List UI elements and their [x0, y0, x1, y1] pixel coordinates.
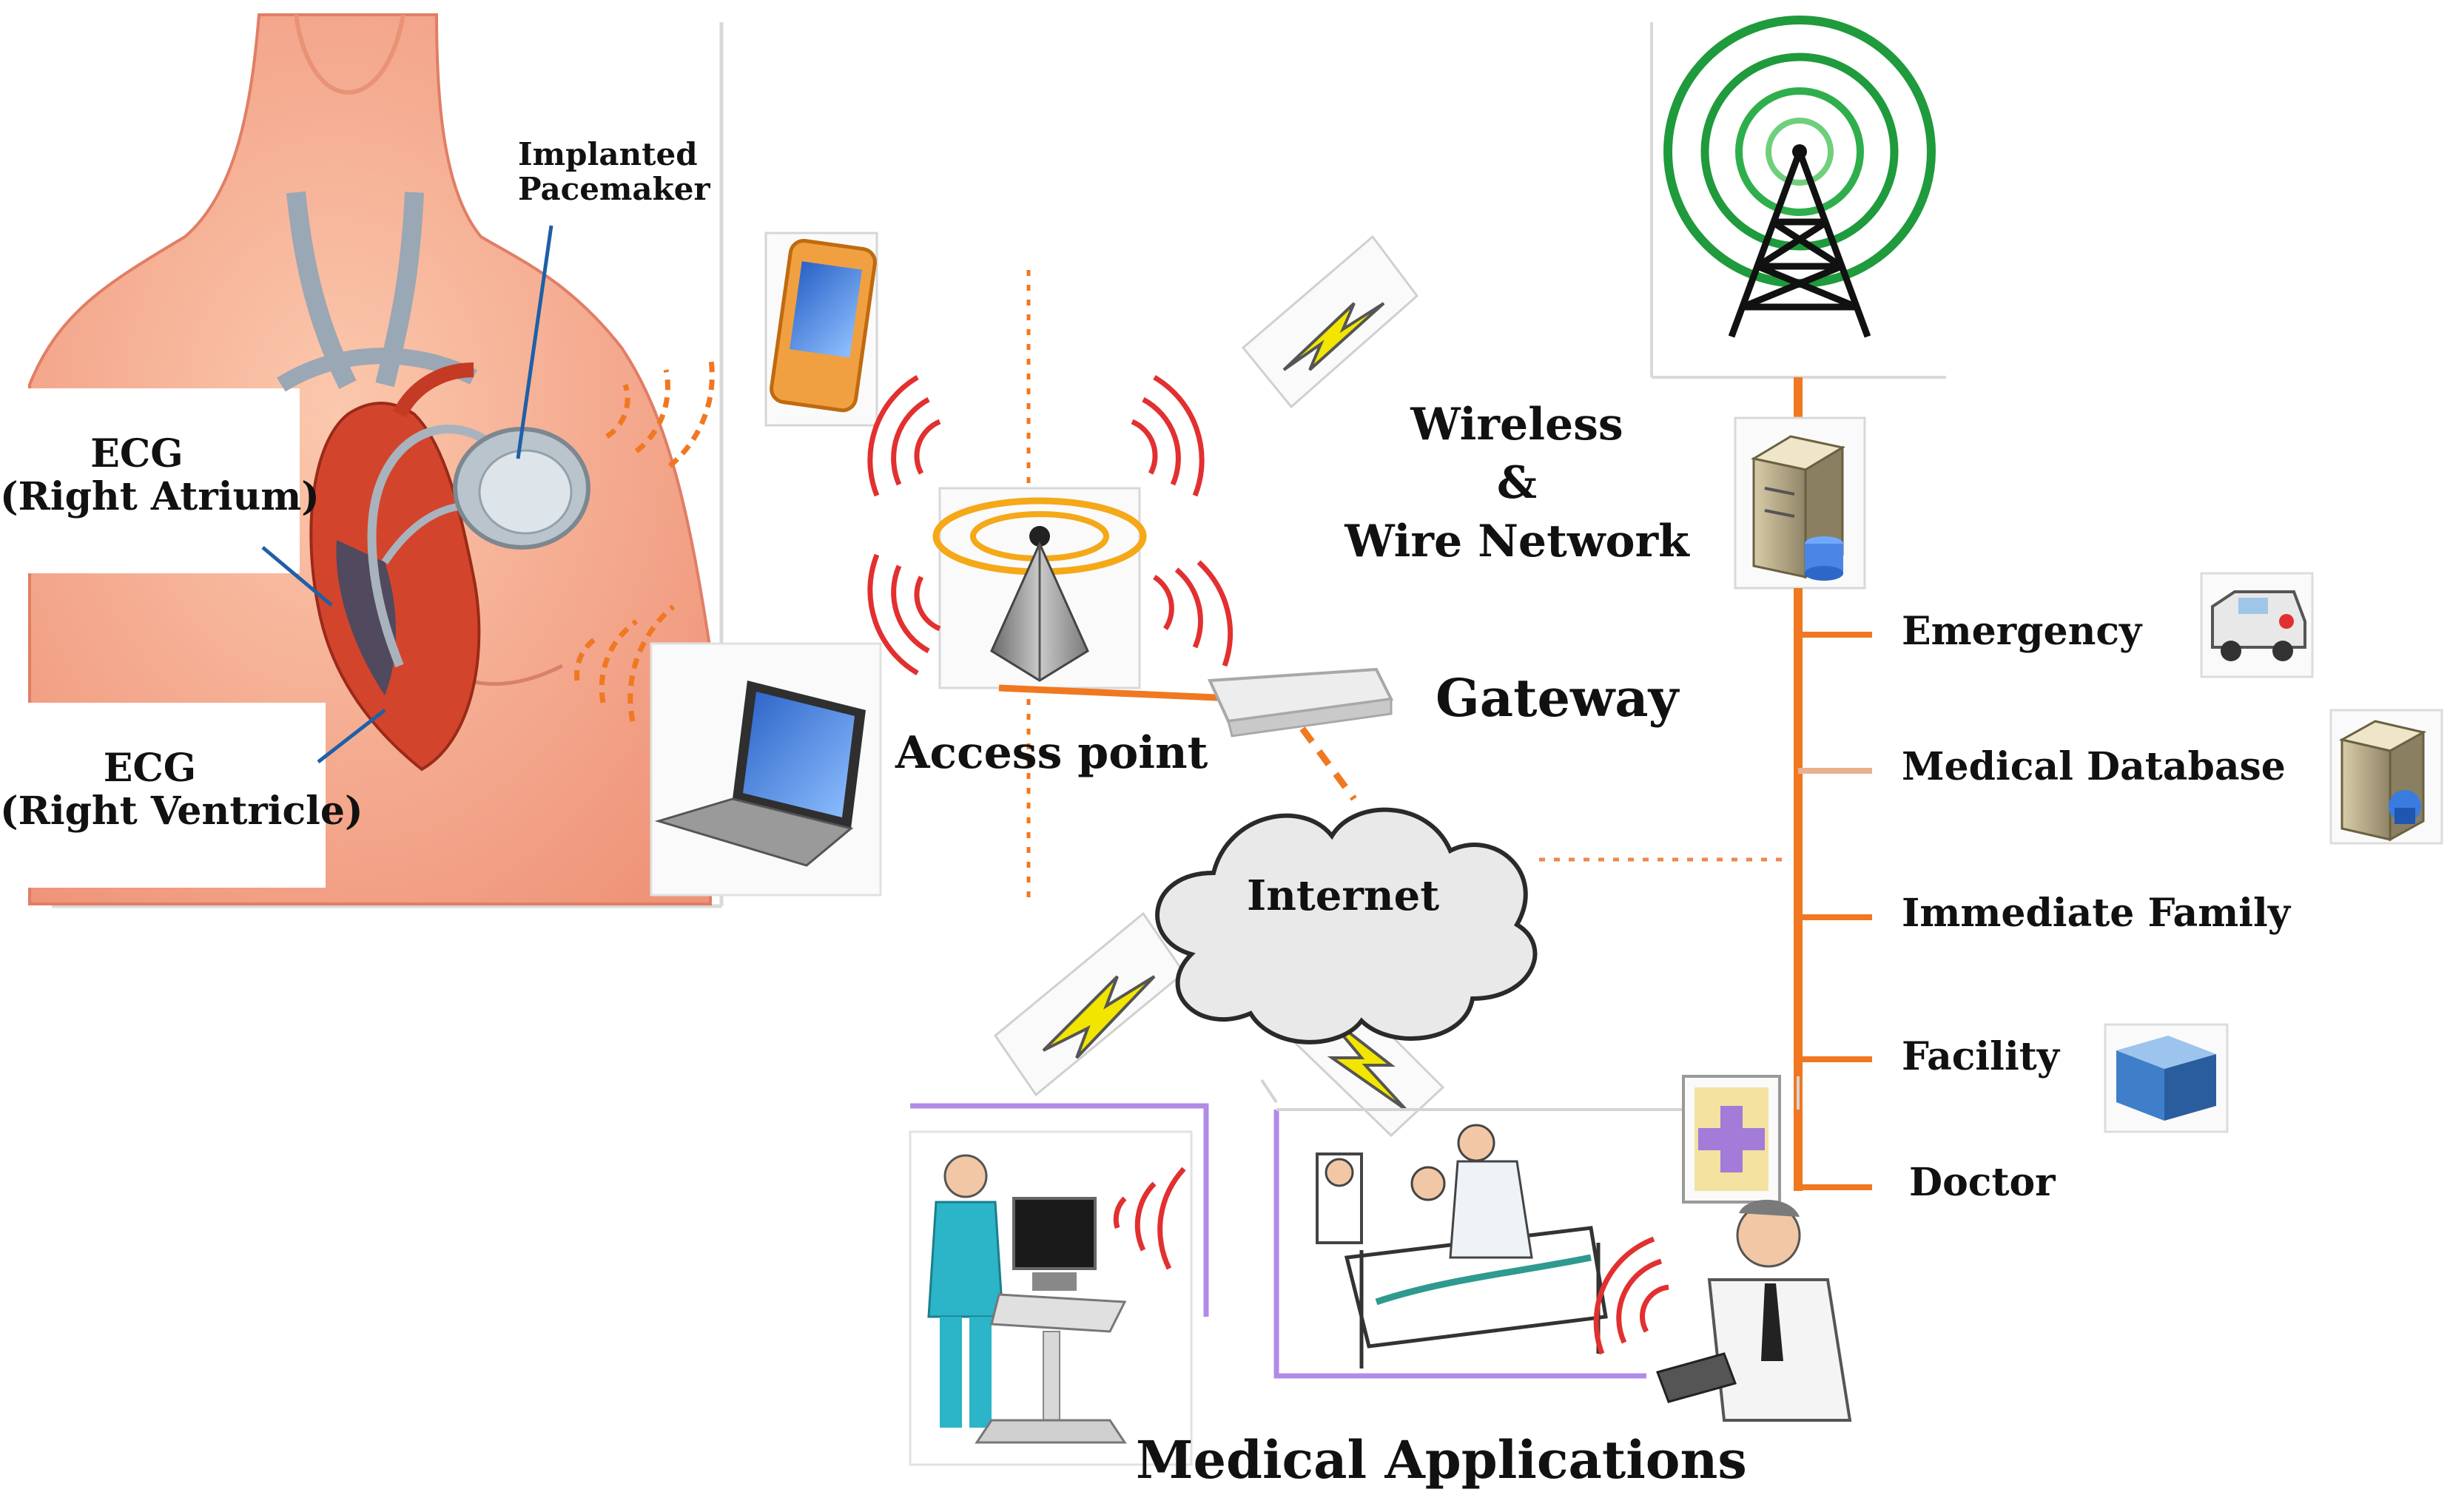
access-point-label: Access point	[895, 727, 1208, 779]
internet-cloud-icon	[1155, 807, 1791, 1044]
lightning-link-left	[993, 911, 1186, 1097]
hospital-bed-icon	[1316, 1124, 1608, 1368]
label-line: &	[1496, 457, 1538, 510]
recipient-medical-database: Medical Database	[1902, 744, 2286, 789]
label-line: ECG	[103, 746, 197, 791]
patient-body	[0, 13, 724, 908]
lightning-link-top	[1241, 234, 1419, 409]
recipient-immediate-family: Immediate Family	[1902, 891, 2290, 936]
laptop-icon	[650, 642, 882, 897]
ultrasound-doctor-icon	[927, 1154, 1127, 1444]
label-line: (Right Ventricle)	[0, 789, 363, 834]
label-line: Wire Network	[1345, 516, 1689, 568]
label-line: ECG	[90, 431, 184, 476]
label-line: Wireless	[1410, 399, 1623, 450]
recipient-facility: Facility	[1902, 1034, 2059, 1079]
ecg-right-atrium-label: ECG (Right Atrium)	[0, 431, 320, 520]
hospital-sign-icon	[1682, 1075, 1781, 1204]
ambulance-icon	[2200, 572, 2314, 678]
server-icon	[1734, 377, 1866, 590]
label-line: Pacemaker	[518, 171, 710, 208]
recipient-doctor: Doctor	[1909, 1160, 2056, 1205]
facility-building-icon	[2104, 1023, 2229, 1133]
label-line: (Right Atrium)	[0, 474, 320, 520]
recipient-bus	[1794, 588, 1872, 1191]
recipient-emergency: Emergency	[1902, 609, 2142, 654]
medical-applications-label: Medical Applications	[1136, 1429, 1747, 1491]
database-server-icon	[2329, 709, 2443, 845]
ecg-right-ventricle-label: ECG (Right Ventricle)	[0, 746, 363, 834]
wifi-signal-icon	[867, 374, 1234, 676]
internet-label: Internet	[1247, 871, 1440, 920]
label-line: Implanted	[518, 136, 698, 172]
gateway-router-icon	[1207, 667, 1394, 801]
gateway-label: Gateway	[1436, 667, 1679, 729]
doctor-with-tablet-icon	[1656, 1199, 1852, 1422]
pda-icon	[764, 232, 878, 427]
cell-tower-icon	[1650, 16, 1946, 379]
access-point-icon	[932, 270, 1251, 906]
medical-applications	[909, 1075, 1852, 1466]
network-label: Wireless & Wire Network	[1317, 396, 1717, 572]
implanted-pacemaker-label: Implanted Pacemaker	[518, 136, 710, 208]
